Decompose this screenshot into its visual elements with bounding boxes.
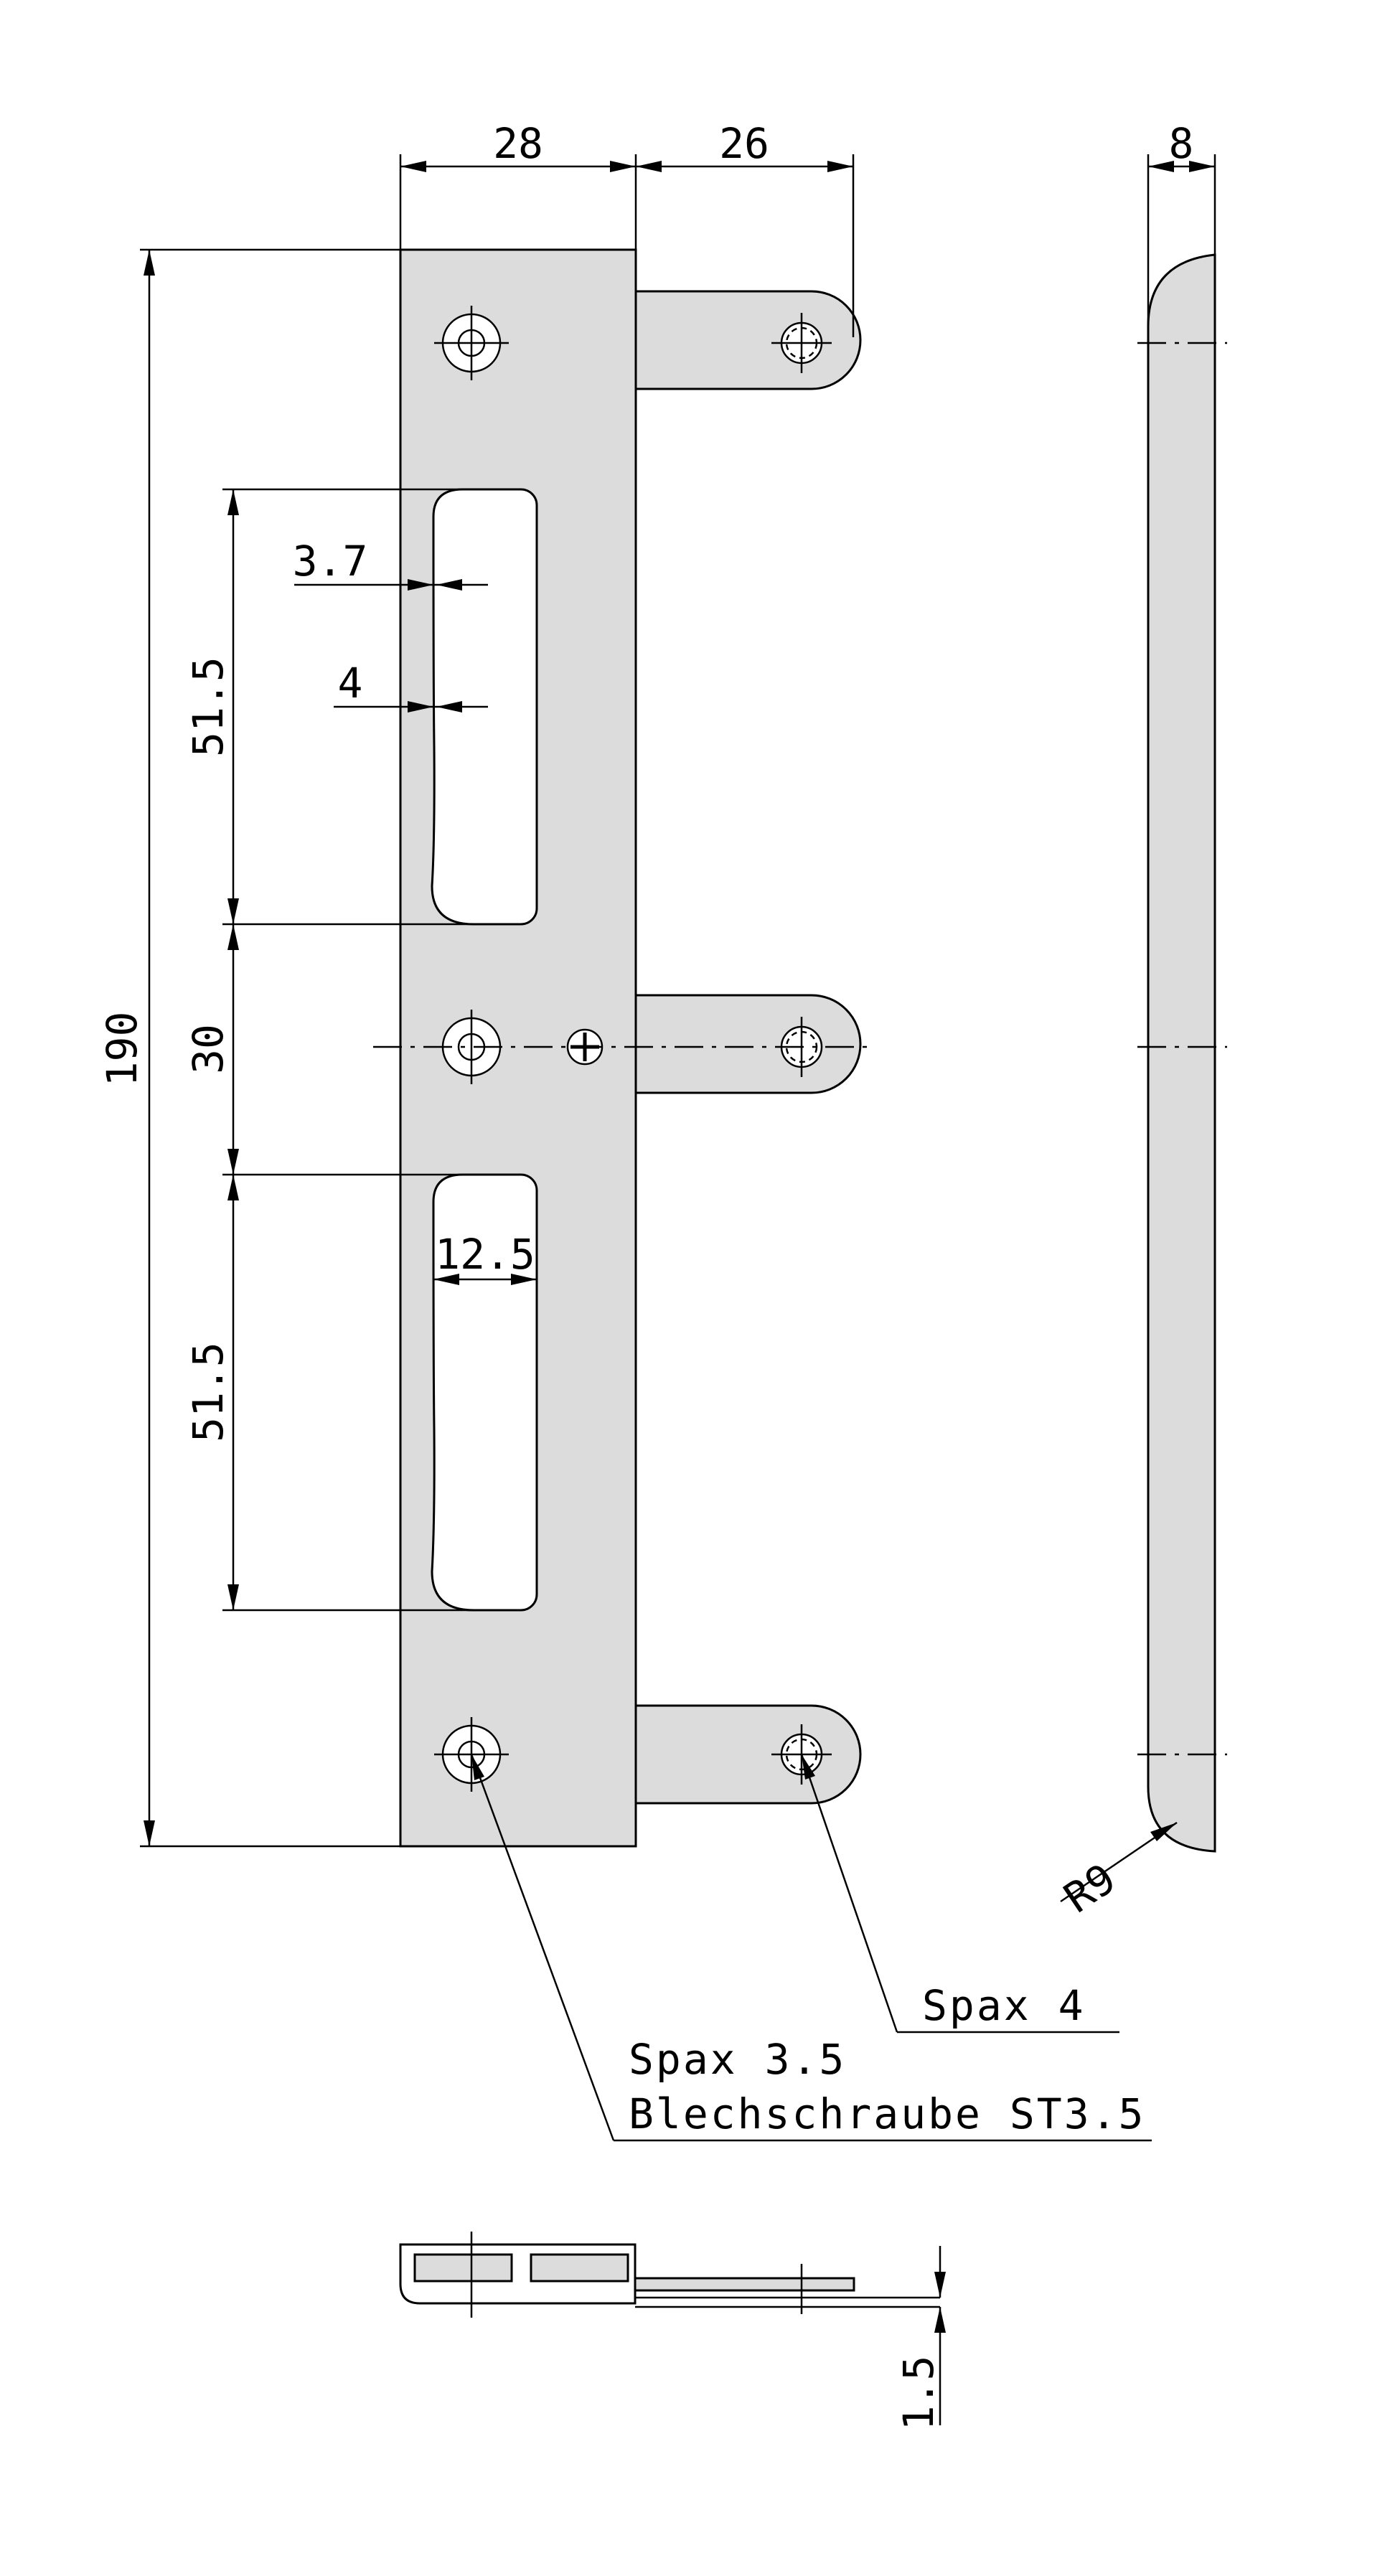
tab-middle: [634, 994, 862, 1094]
plate-hole-middle: [441, 1010, 502, 1084]
dim-slot-height-top: 51.5: [184, 657, 233, 757]
tab-bottom: [634, 1704, 862, 1805]
label-screw-plate-line1: Spax 3.5: [629, 2035, 846, 2084]
dim-thickness-side: 8: [1169, 119, 1194, 168]
dim-total-height: 190: [98, 1012, 146, 1087]
dim-slot-inset-a: 3.7: [293, 537, 368, 586]
dim-slot-width: 12.5: [435, 1230, 535, 1279]
dim-slot-height-bottom: 51.5: [184, 1342, 233, 1442]
callouts: Spax 4 Spax 3.5 Blechschraube ST3.5: [470, 1754, 1152, 2142]
dimensions: 28 26 8 190 51.5 30: [98, 119, 1216, 2431]
tab-hole-top: [771, 313, 832, 373]
dim-width-plate: 28: [493, 119, 543, 168]
tab-top: [634, 290, 862, 390]
plate-hole-top: [434, 306, 509, 380]
label-screw-plate-line2: Blechschraube ST3.5: [629, 2090, 1145, 2138]
dim-slot-inset-b: 4: [338, 659, 363, 708]
label-screw-tab: Spax 4: [922, 1981, 1086, 2030]
section-view: [399, 2232, 940, 2318]
dim-sheet-thickness: 1.5: [894, 2356, 943, 2431]
side-view: [1137, 253, 1227, 1853]
dim-slot-spacing: 30: [184, 1024, 233, 1074]
dim-width-tab: 26: [719, 119, 769, 168]
side-profile: [1147, 253, 1216, 1853]
